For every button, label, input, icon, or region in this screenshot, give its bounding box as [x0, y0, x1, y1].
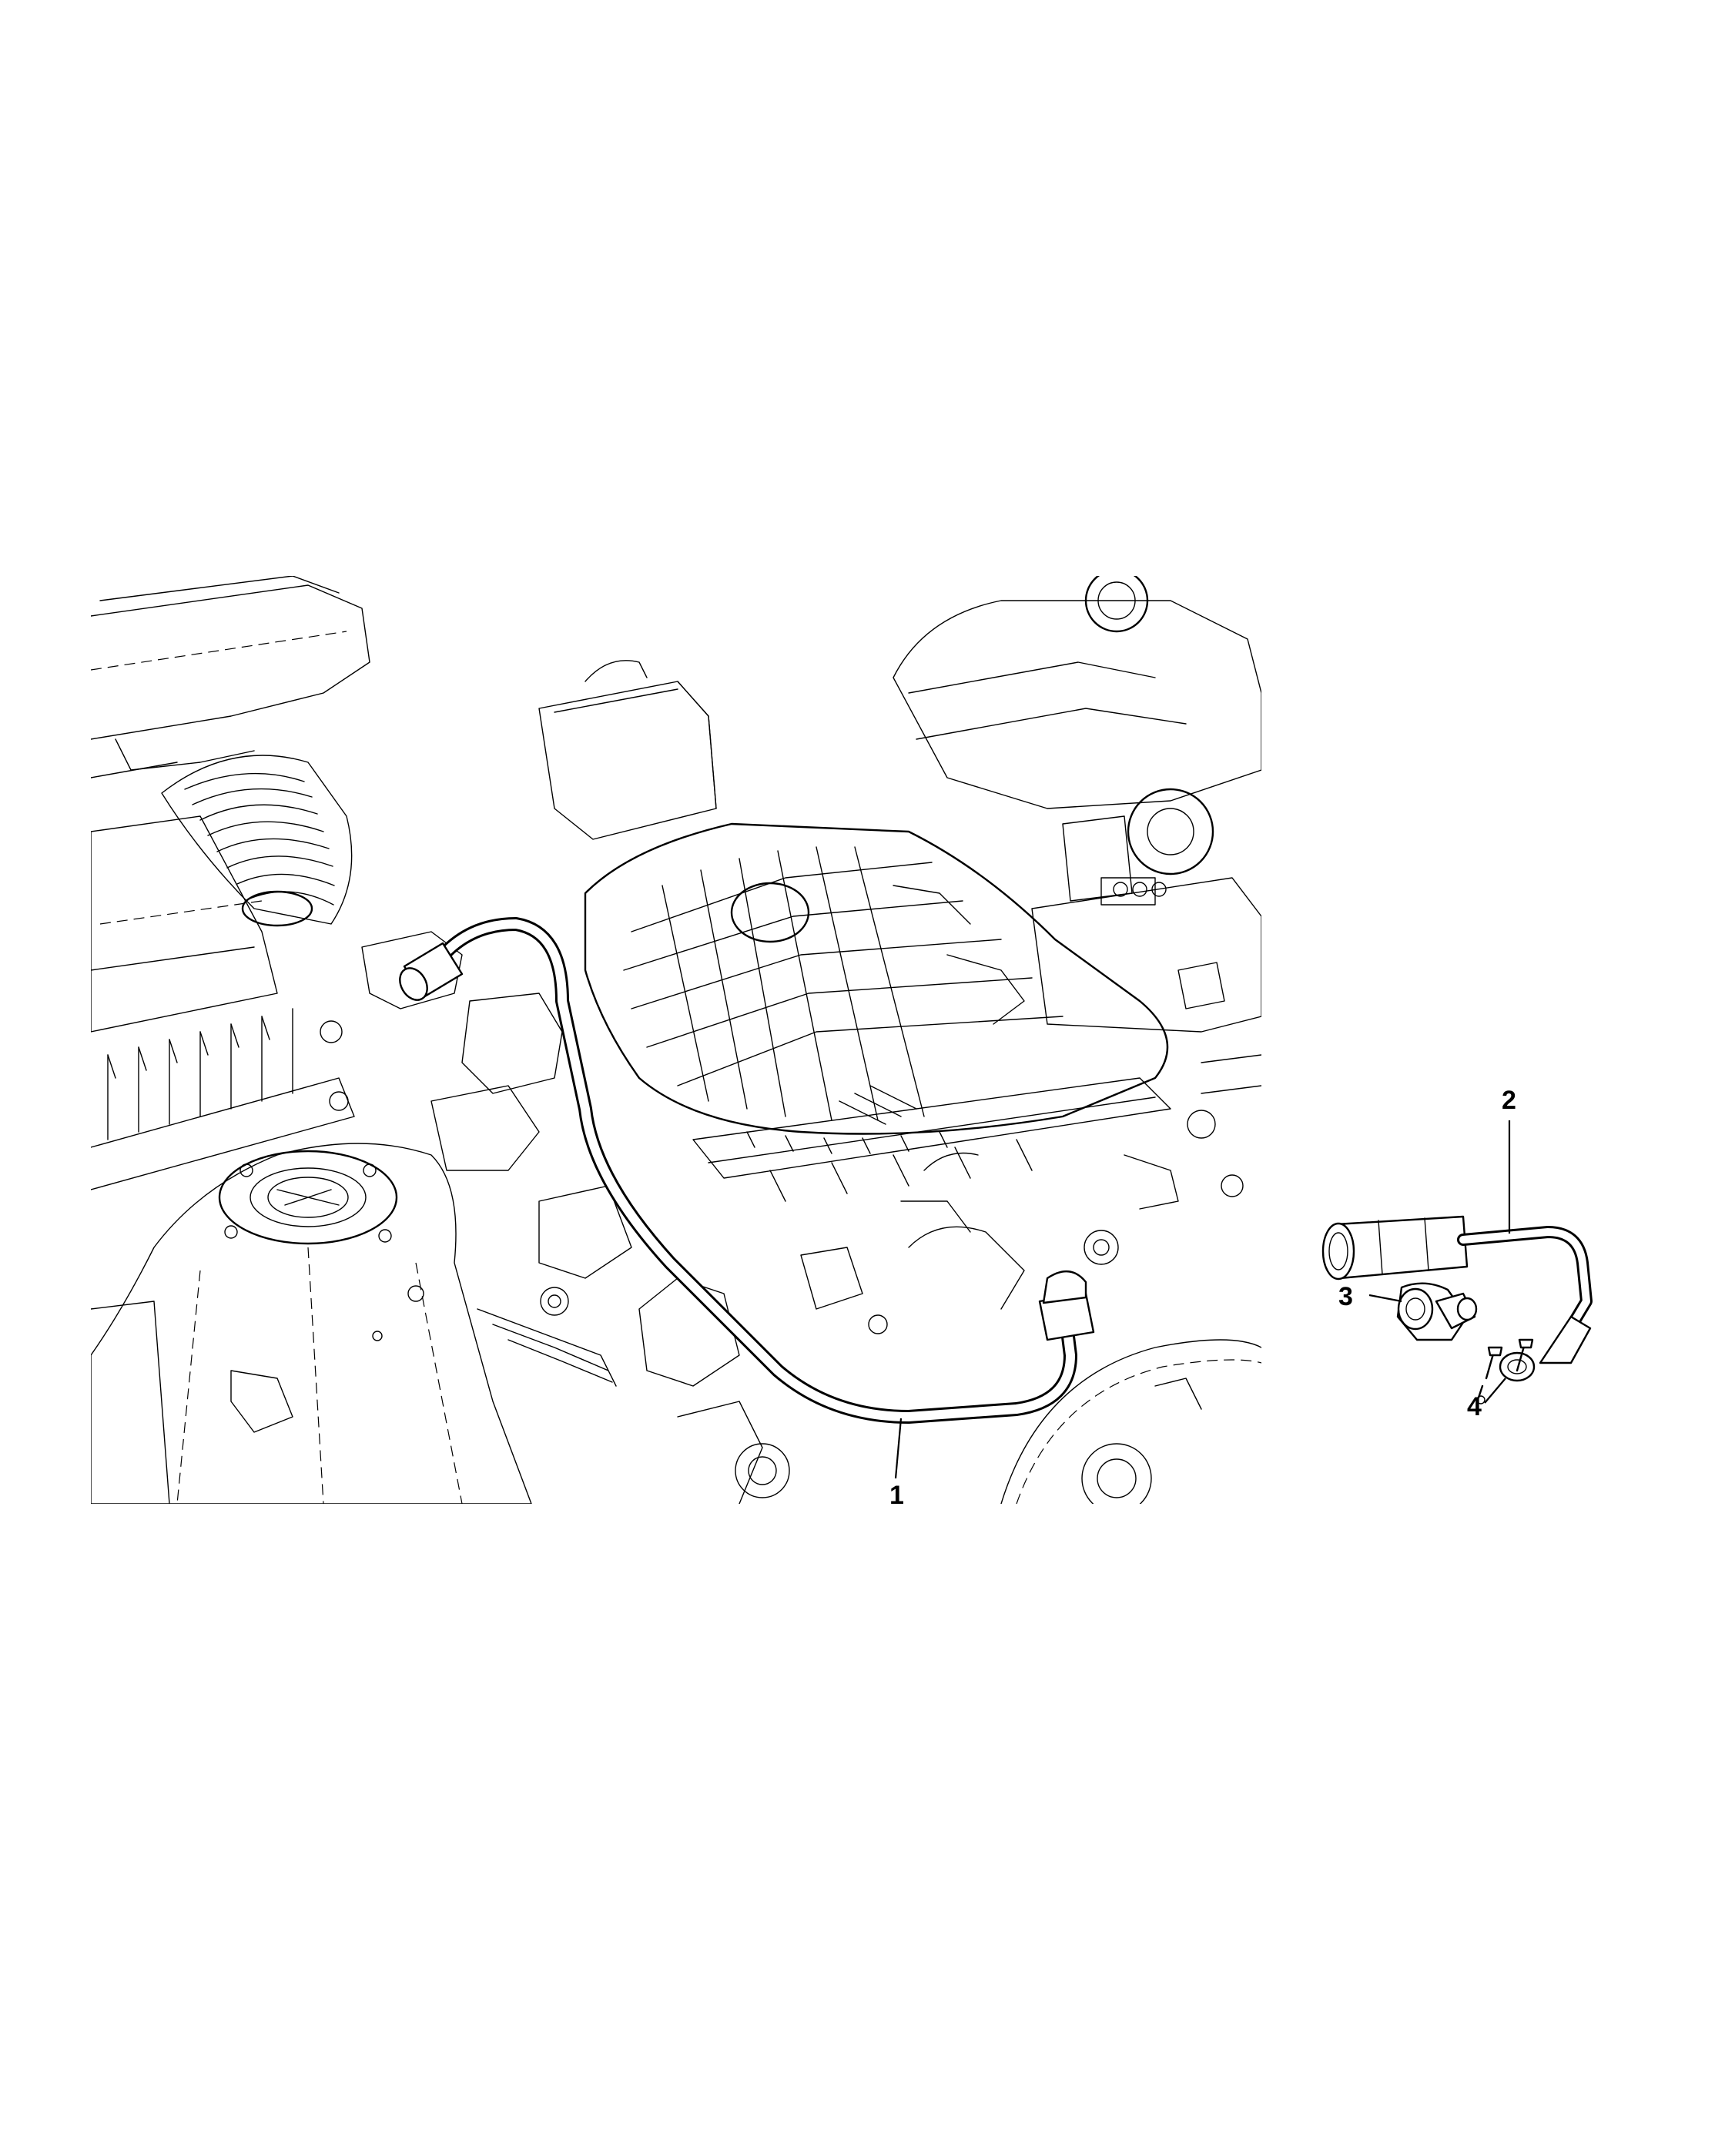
pcv-valve-part-3: [1396, 1282, 1478, 1341]
callout-1-leader: [894, 1418, 903, 1479]
callout-4-label: 4: [1467, 1392, 1482, 1421]
flywheel: [1000, 1339, 1261, 1504]
intake-manifold: [584, 822, 1169, 1154]
callout-1-label: 1: [889, 1481, 904, 1510]
callout-3-label: 3: [1338, 1282, 1353, 1311]
engine-compartment-illustration: [91, 576, 1261, 1504]
callout-3-leader: [1368, 1294, 1402, 1303]
fuse-box: [538, 660, 717, 840]
callout-4-leader: [1484, 1378, 1506, 1404]
right-engine-components: [893, 576, 1261, 1197]
air-intake-tube: [161, 755, 353, 927]
radiator-support: [91, 1008, 355, 1190]
callout-2-label: 2: [1502, 1086, 1516, 1115]
bolts-part-4: [1476, 1338, 1534, 1404]
strut-tower: [91, 1143, 532, 1504]
pcv-hose-installed: [399, 917, 1095, 1424]
hose-part-2: [1321, 1215, 1593, 1382]
